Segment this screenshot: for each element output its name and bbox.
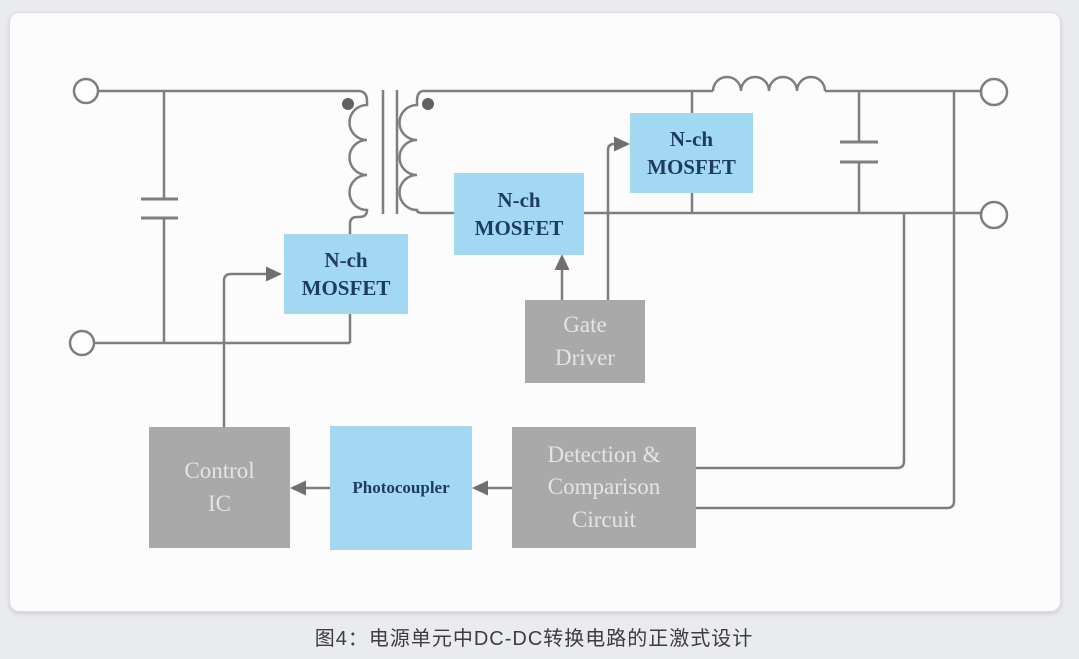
wire-secondary-winding-and-rails xyxy=(398,89,981,215)
input-terminal-top xyxy=(72,77,100,105)
photocoupler-label: Photocoupler xyxy=(352,477,450,497)
output-terminal-bottom xyxy=(979,200,1009,230)
arrowhead-into-freewheel-mosfet xyxy=(614,136,630,152)
polarity-dot-secondary xyxy=(422,98,434,110)
control-ic-label-line1: Control xyxy=(184,458,255,484)
freewheel-mosfet-label-line1: N-ch xyxy=(669,126,714,151)
primary-mosfet-block: N-ch MOSFET xyxy=(284,234,408,314)
detection-label-line2: Comparison xyxy=(547,474,661,500)
arrowhead-into-secondary-mosfet xyxy=(554,254,570,270)
figure-caption: 图4：电源单元中DC-DC转换电路的正激式设计 xyxy=(314,628,754,650)
wire-feedback-from-top-rail xyxy=(695,91,956,510)
output-inductor xyxy=(711,75,827,92)
detection-comparison-block: Detection & Comparison Circuit xyxy=(512,427,696,548)
gate-driver-label-line1: Gate xyxy=(563,312,607,338)
gate-driver-label-line2: Driver xyxy=(554,344,616,370)
polarity-dot-primary xyxy=(342,98,354,110)
secondary-mosfet-label-line2: MOSFET xyxy=(474,216,564,240)
gate-driver-block: Gate Driver xyxy=(525,300,645,383)
arrowhead-into-control-ic xyxy=(290,480,306,496)
wire-primary-winding-and-drop xyxy=(98,89,369,343)
freewheel-mosfet-block: N-ch MOSFET xyxy=(630,113,753,193)
photocoupler-block: Photocoupler xyxy=(330,426,472,550)
detection-label-line3: Circuit xyxy=(572,506,636,532)
wire-control-ic-to-primary-mosfet xyxy=(222,272,272,427)
control-ic-block: Control IC xyxy=(149,427,290,548)
output-terminal-top xyxy=(979,77,1009,107)
detection-label-line1: Detection & xyxy=(547,442,661,468)
control-ic-label-line2: IC xyxy=(208,490,231,516)
freewheel-mosfet-label-line2: MOSFET xyxy=(647,155,736,179)
wire-gate-driver-to-freewheel-mosfet xyxy=(606,142,620,300)
primary-mosfet-label-line1: N-ch xyxy=(324,247,368,272)
secondary-mosfet-label-line1: N-ch xyxy=(497,187,541,212)
arrowhead-into-photocoupler xyxy=(472,480,488,496)
wire-feedback-from-bottom-rail xyxy=(695,213,906,470)
secondary-mosfet-block: N-ch MOSFET xyxy=(454,173,584,255)
input-terminal-bottom xyxy=(68,329,96,357)
primary-mosfet-label-line2: MOSFET xyxy=(301,276,391,300)
arrowhead-into-primary-mosfet xyxy=(266,266,282,282)
